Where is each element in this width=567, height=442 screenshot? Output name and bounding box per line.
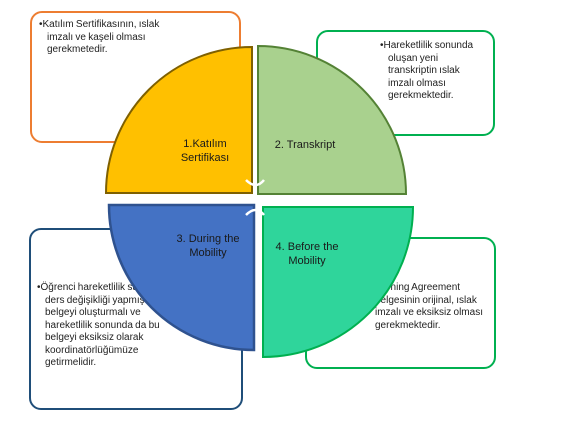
quadrant-certificate [104,45,253,194]
quadrant-before-mobility [262,206,415,359]
note-text-before-mobility: Learning Agreement belgesinin orijinal, … [367,282,486,332]
quadrant-transcript [257,44,408,195]
note-text-transcript: Hareketlilik sonunda oluşan yeni transkr… [380,40,485,103]
note-text-certificate: Katılım Sertifikasının, ıslak imzalı ve … [39,19,187,57]
quadrant-during-mobility [107,203,256,352]
center-bracket-bottom [245,208,265,216]
quadrant-label-transcript: 2. Transkript [274,139,336,151]
note-text-during-mobility: Öğrenci hareketlilik süresince ders deği… [37,282,190,370]
center-bracket-top [245,179,265,187]
